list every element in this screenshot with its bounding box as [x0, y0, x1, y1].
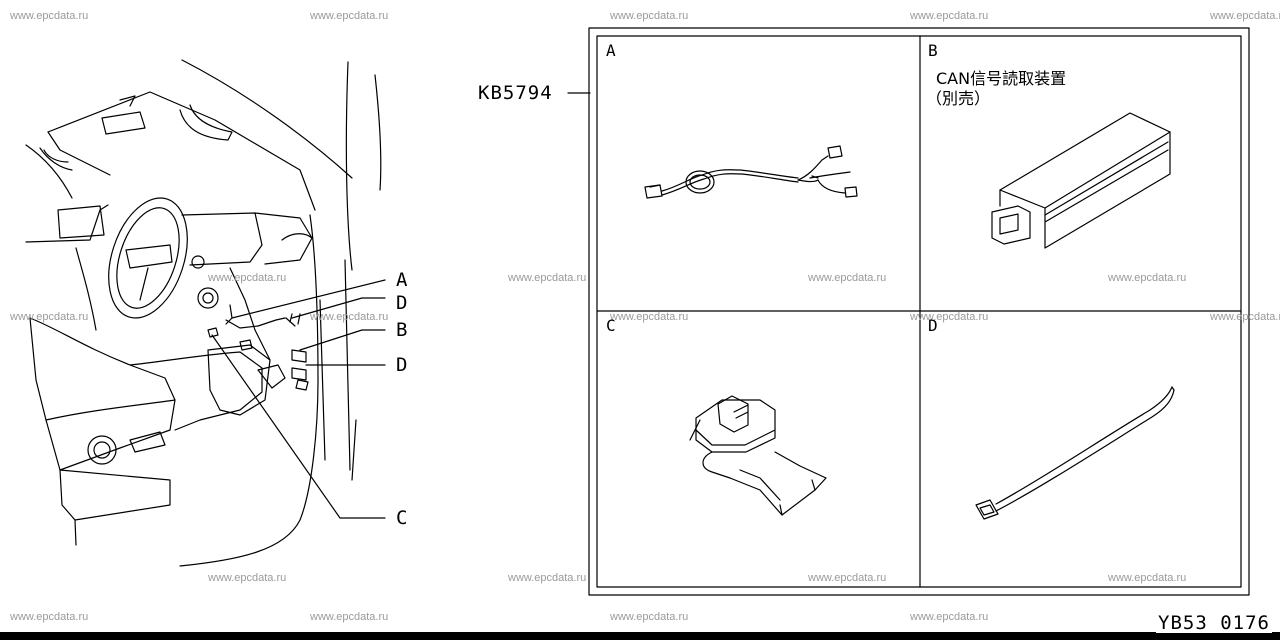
watermark: www.epcdata.ru — [610, 10, 689, 22]
watermark: www.epcdata.ru — [310, 611, 389, 623]
watermark: www.epcdata.ru — [610, 311, 689, 323]
watermark: www.epcdata.ru — [310, 10, 389, 22]
callout-label-d: D — [396, 354, 408, 376]
callout-label-c: C — [396, 507, 408, 529]
callout-label-a: A — [396, 269, 408, 291]
watermark: www.epcdata.ru — [310, 311, 389, 323]
watermark: www.epcdata.ru — [910, 611, 989, 623]
watermark: www.epcdata.ru — [1210, 311, 1280, 323]
diagram-code: YB53 0176 — [1156, 612, 1272, 634]
part-number-label: KB5794 — [478, 82, 553, 104]
sold-separately-note: （別売） — [926, 89, 991, 108]
watermark: www.epcdata.ru — [1108, 572, 1187, 584]
footer-bar — [0, 632, 1280, 640]
part-c-clip — [689, 395, 827, 516]
part-d-cable-tie — [975, 386, 1175, 520]
watermark: www.epcdata.ru — [10, 611, 89, 623]
watermark: www.epcdata.ru — [508, 572, 587, 584]
watermark: www.epcdata.ru — [10, 10, 89, 22]
watermark: www.epcdata.ru — [1210, 10, 1280, 22]
callout-leaders — [211, 279, 386, 519]
outer-frame — [588, 27, 1250, 596]
can-reader-name: CAN信号読取装置 — [936, 69, 1067, 88]
callout-label-b: B — [396, 319, 408, 341]
cell-letter-c: C — [606, 316, 616, 335]
watermark: www.epcdata.ru — [910, 311, 989, 323]
watermark: www.epcdata.ru — [10, 311, 89, 323]
cell-letter-b: B — [928, 41, 938, 60]
part-a-harness — [644, 145, 858, 199]
watermark: www.epcdata.ru — [610, 611, 689, 623]
watermark: www.epcdata.ru — [508, 272, 587, 284]
watermark: www.epcdata.ru — [808, 272, 887, 284]
watermark: www.epcdata.ru — [208, 272, 287, 284]
watermark: www.epcdata.ru — [208, 572, 287, 584]
watermark: www.epcdata.ru — [910, 10, 989, 22]
dashboard-illustration — [25, 59, 382, 567]
watermark: www.epcdata.ru — [808, 572, 887, 584]
watermark: www.epcdata.ru — [1108, 272, 1187, 284]
part-b-can-reader — [991, 112, 1171, 249]
cell-letter-d: D — [928, 316, 938, 335]
callout-label-d: D — [396, 292, 408, 314]
cell-letter-a: A — [606, 41, 616, 60]
